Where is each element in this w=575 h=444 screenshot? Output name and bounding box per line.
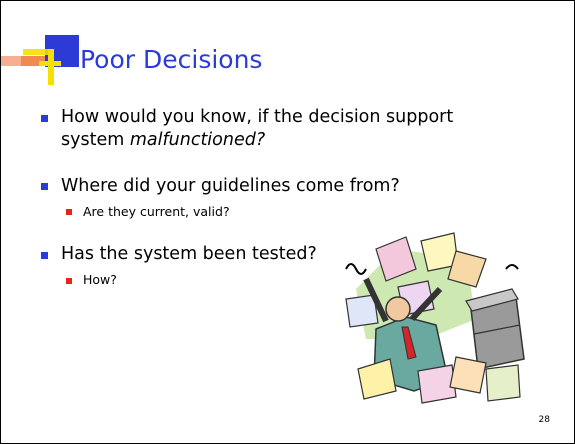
bullet-item-1: How would you know, if the decision supp… <box>61 106 541 152</box>
slide-title: Poor Decisions <box>80 45 263 74</box>
bullet-marker <box>41 115 48 122</box>
bullet-item-3: Has the system been tested? <box>61 244 317 264</box>
bullet-1-line2-prefix: system <box>61 130 130 150</box>
bullet-1-emphasis: malfunctioned? <box>129 130 266 150</box>
sub-bullet-marker <box>66 278 72 284</box>
sub-bullet-2-1: Are they current, valid? <box>83 204 230 219</box>
title-decoration-icon <box>1 35 79 85</box>
sub-bullet-marker <box>66 209 72 215</box>
bullet-item-2: Where did your guidelines come from? <box>61 176 400 196</box>
overwhelmed-person-papers-clipart-icon <box>345 232 525 404</box>
bullet-marker <box>41 183 48 190</box>
bullet-1-line1: How would you know, if the decision supp… <box>61 107 454 127</box>
bullet-1-line2: system malfunctioned? <box>61 129 541 152</box>
bullet-marker <box>41 252 48 259</box>
page-number: 28 <box>538 415 550 425</box>
sub-bullet-3-1: How? <box>83 272 117 287</box>
